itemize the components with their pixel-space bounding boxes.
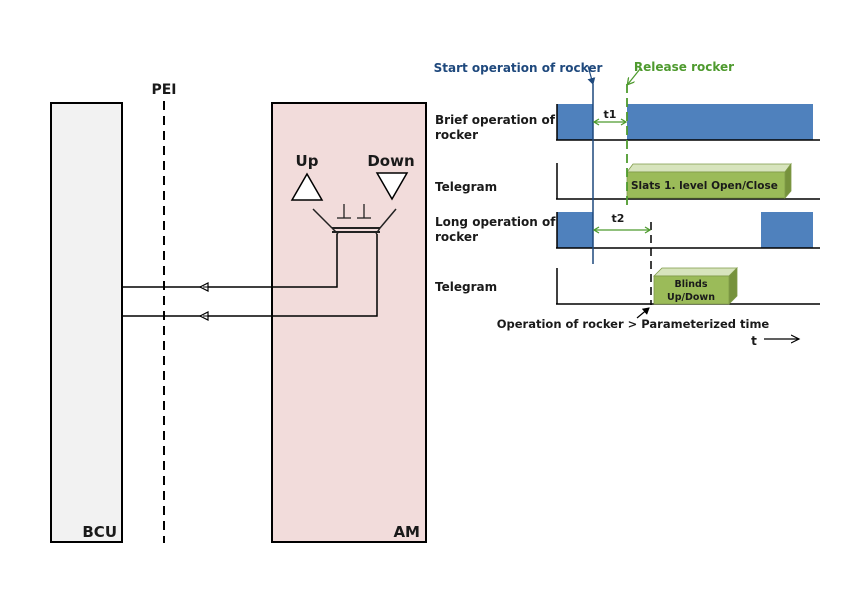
- brief-pulse-before: [557, 104, 593, 140]
- telegram-blinds-box: Blinds Up/Down: [653, 267, 738, 305]
- row-label-brief-line1: Brief operation of: [435, 113, 556, 127]
- bcu-box: [50, 102, 123, 543]
- up-label: Up: [296, 152, 319, 170]
- t1-dimension: t1: [592, 108, 628, 126]
- t2-dimension: t2: [592, 212, 652, 234]
- release-marker-arrow-icon: [628, 68, 641, 84]
- telegram-blinds-line1: Blinds: [675, 279, 708, 290]
- down-triangle-icon: [375, 172, 409, 201]
- t2-label: t2: [612, 212, 625, 225]
- bcu-label: BCU: [82, 523, 117, 541]
- pei-label: PEI: [151, 82, 176, 98]
- condition-arrow-icon: [636, 307, 650, 319]
- wire-up: [122, 234, 338, 288]
- row-label-telegram-2: Telegram: [435, 280, 497, 294]
- am-block: AM Up Down: [122, 102, 427, 543]
- telegram-blinds-line2: Up/Down: [667, 292, 715, 303]
- telegram-slats-box: Slats 1. level Open/Close: [626, 162, 792, 200]
- up-triangle-icon: [290, 172, 324, 201]
- time-axis-label: t: [751, 334, 757, 348]
- row-label-brief-line2: rocker: [435, 128, 478, 142]
- row-label-long-line1: Long operation of: [435, 215, 556, 229]
- pei-interface: PEI: [151, 82, 177, 543]
- wire-arrow-down-icon: [198, 311, 209, 321]
- telegram-slats-text: Slats 1. level Open/Close: [631, 180, 778, 192]
- condition-label: Operation of rocker > Parameterized time: [497, 317, 770, 331]
- rocker-switch-symbol: [312, 204, 397, 235]
- timing-diagram: Start operation of rocker Release rocker…: [434, 60, 820, 348]
- am-label: AM: [393, 523, 420, 541]
- long-pulse-before: [557, 212, 593, 248]
- wire-arrow-up-icon: [198, 282, 209, 292]
- down-label: Down: [367, 152, 414, 170]
- long-pulse-after: [761, 212, 813, 248]
- row-label-telegram-1: Telegram: [435, 180, 497, 194]
- t1-label: t1: [604, 108, 617, 121]
- start-marker-label: Start operation of rocker: [434, 61, 603, 75]
- brief-pulse-after: [627, 104, 813, 140]
- row-label-long-line2: rocker: [435, 230, 478, 244]
- bcu-block: BCU: [50, 102, 123, 543]
- release-marker-label: Release rocker: [634, 60, 734, 74]
- start-marker-arrow-icon: [587, 65, 596, 85]
